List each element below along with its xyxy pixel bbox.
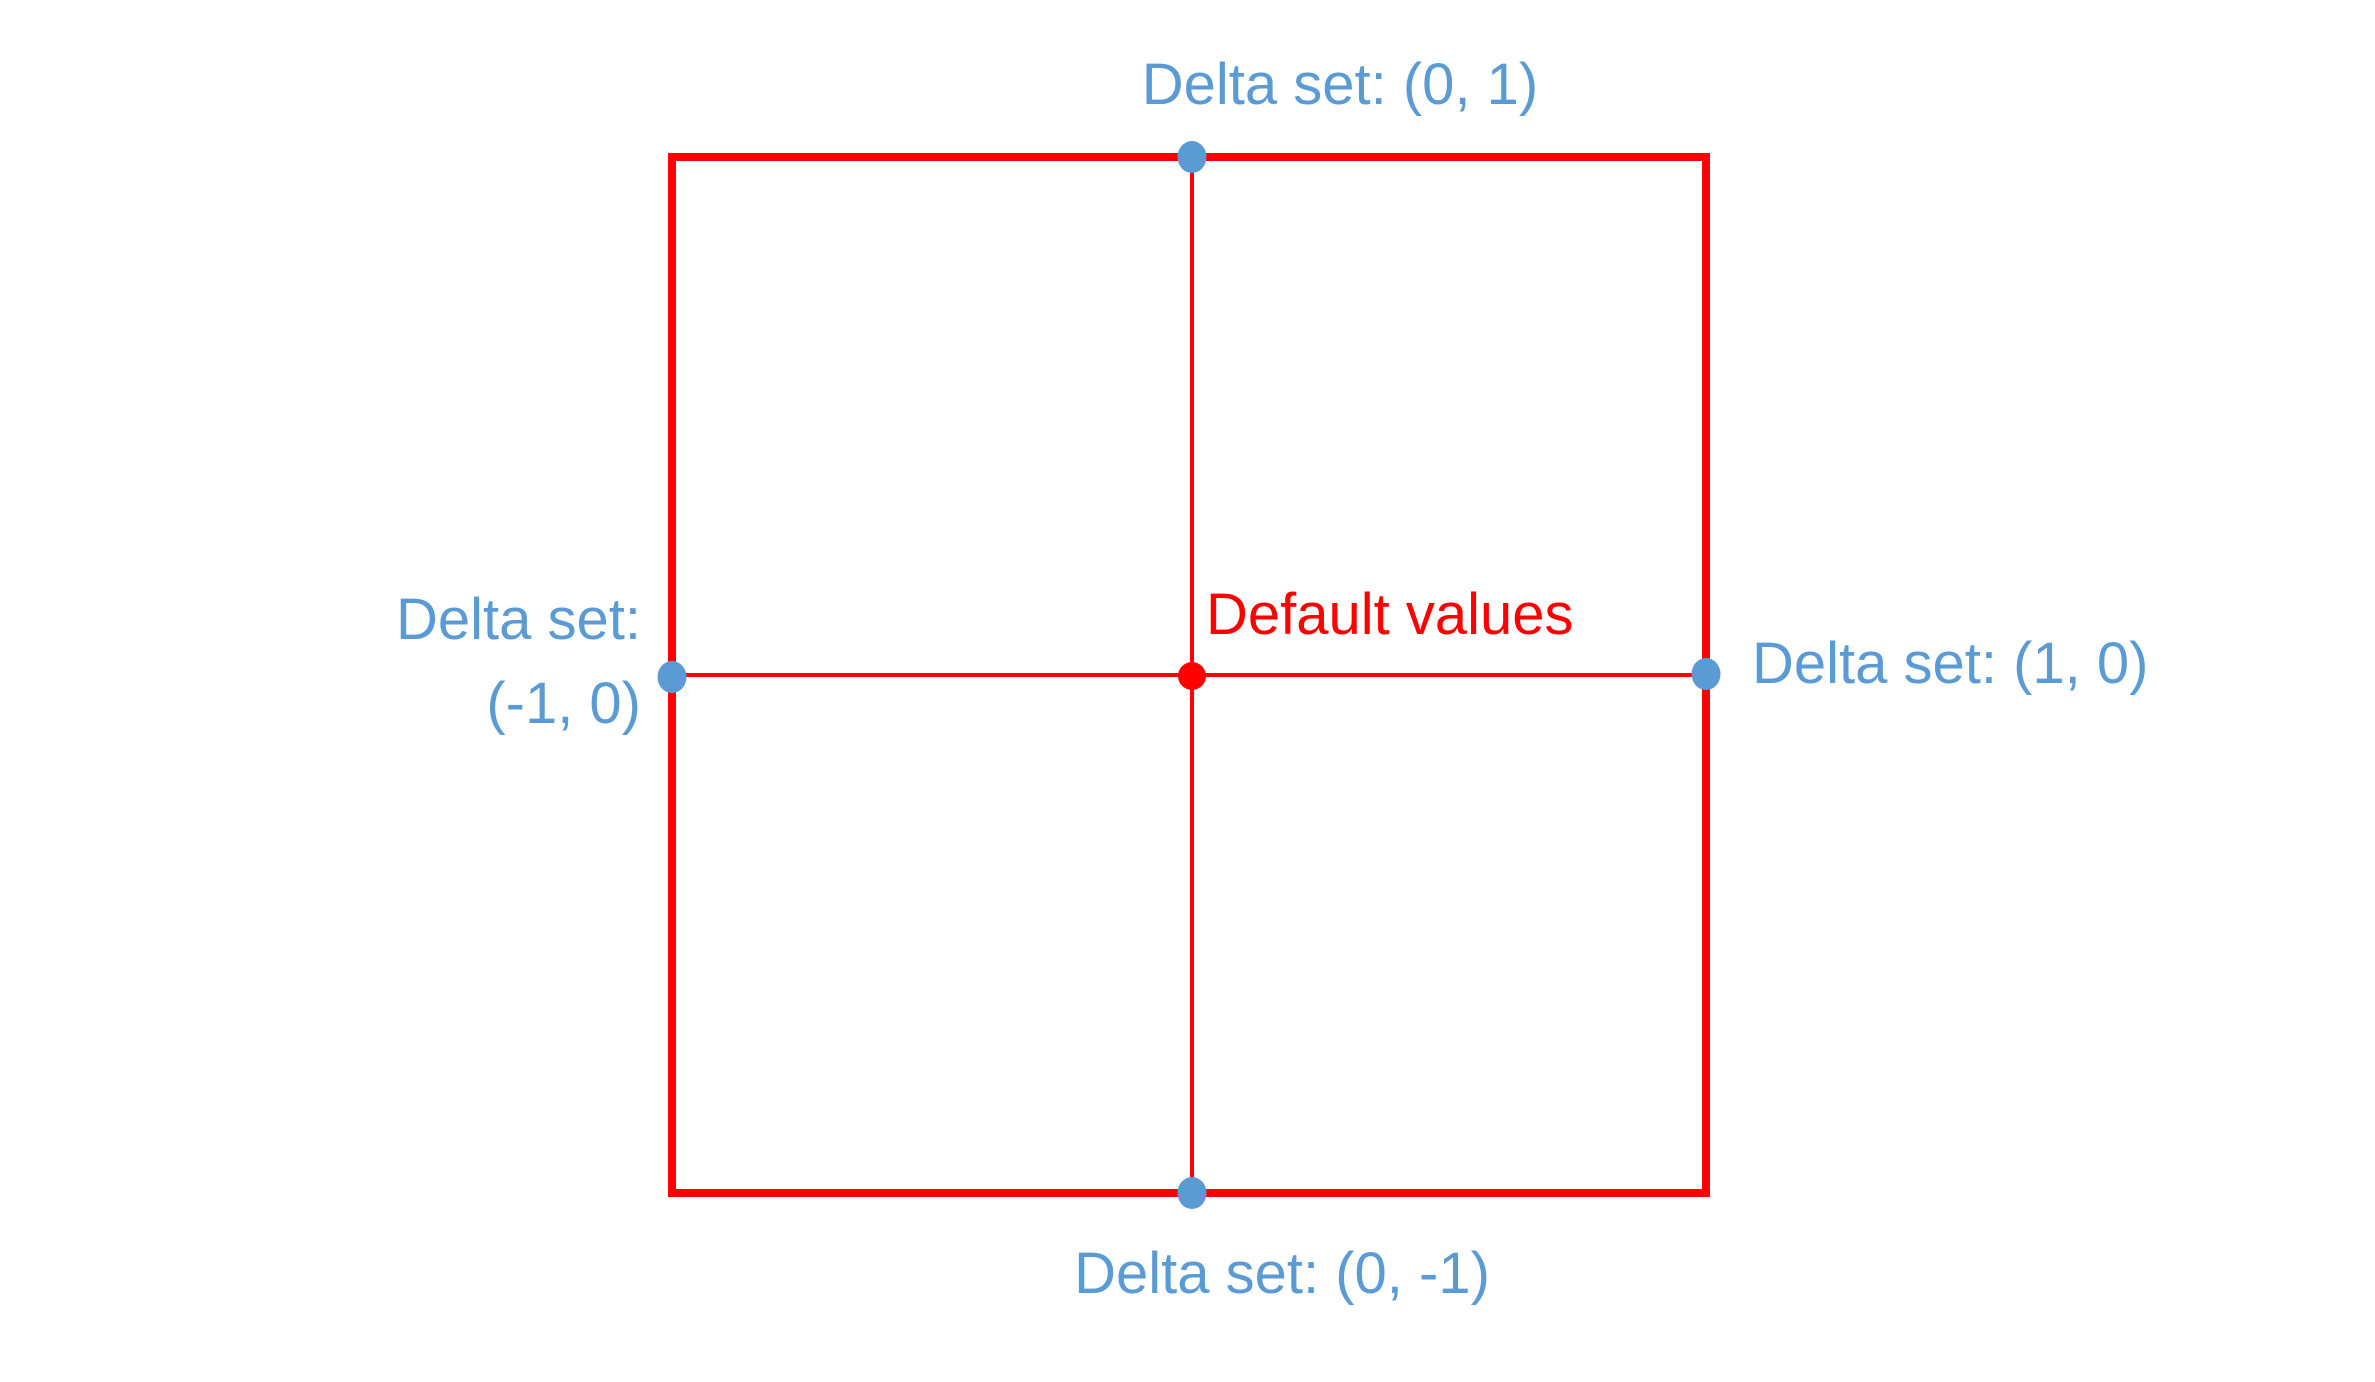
left-delta-label-line2: (-1, 0) <box>486 671 641 737</box>
left-delta-label: Delta set: (-1, 0) <box>396 578 641 746</box>
bottom-delta-label: Delta set: (0, -1) <box>1074 1241 1490 1306</box>
top-delta-label: Delta set: (0, 1) <box>1141 52 1539 117</box>
right-delta-label: Delta set: (1, 0) <box>1752 631 2149 696</box>
left-delta-label-line1: Delta set: <box>396 587 641 652</box>
center-default-values-label: Default values <box>1206 582 1574 647</box>
top-point-marker <box>1177 141 1207 173</box>
right-point-marker <box>1691 658 1721 690</box>
center-point-marker <box>1178 662 1206 690</box>
left-point-marker <box>657 661 687 693</box>
bottom-point-marker <box>1177 1177 1207 1209</box>
